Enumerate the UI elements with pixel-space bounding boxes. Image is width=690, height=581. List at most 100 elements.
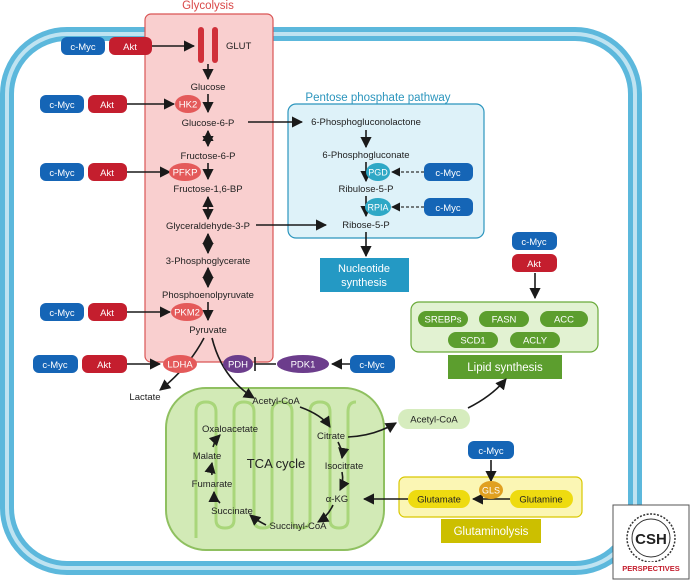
metabolite-6-phosphogluconate: 6-Phosphogluconate (322, 150, 409, 161)
metabolite-acetyl-coa-mito: Acetyl-CoA (252, 396, 300, 407)
regulator-cmyc-pgd: c-Myc (424, 163, 473, 181)
metabolite-fumarate: Fumarate (192, 479, 233, 490)
enzyme-pdk1-label: PDK1 (291, 360, 316, 371)
arrow-isocitrate-to-akg (339, 471, 350, 492)
lipid-enzyme-acc-pill (540, 311, 588, 327)
lipid-synthesis-label: Lipid synthesis (467, 362, 543, 374)
enzyme-pdk1: PDK1 (277, 355, 329, 373)
metabolite-alpha-kg: α-KG (326, 494, 348, 505)
cmyc-label-glut: c-Myc (70, 42, 96, 53)
enzyme-pkm2: PKM2 (171, 303, 203, 321)
arrow-fumarate-to-malate (204, 461, 216, 476)
glutaminolysis-label: Glutaminolysis (454, 526, 529, 538)
metabolite-succinate: Succinate (211, 506, 253, 517)
glutamate-pill (408, 490, 470, 508)
metabolite-ribose-5-p: Ribose-5-P (342, 220, 390, 231)
regulator-pair-glut: c-Myc Akt (61, 37, 152, 55)
acetyl-coa-cyto-pill (398, 409, 470, 429)
metabolite-acetyl-coa-cyto: Acetyl-CoA (410, 415, 458, 426)
enzyme-pgd: PGD (366, 163, 390, 181)
glutamate-label: Glutamate (417, 495, 461, 506)
enzyme-ldha-label: LDHA (167, 360, 193, 371)
cmyc-label-gls: c-Myc (478, 446, 504, 457)
logo-perspectives: PERSPECTIVES (622, 564, 680, 573)
metabolite-ribulose-5-p: Ribulose-5-P (339, 184, 394, 195)
enzyme-hk2-label: HK2 (179, 100, 197, 111)
akt-label-pkm2: Akt (100, 308, 114, 319)
metabolite-pyruvate: Pyruvate (189, 325, 227, 336)
lipid-enzyme-acly-pill (510, 332, 560, 348)
regulator-pair-hk2: c-Myc Akt (40, 95, 127, 113)
lipid-enzyme-list: SREBPs FASN ACC SCD1 ACLY (418, 311, 588, 348)
metabolite-fructose-6-p: Fructose-6-P (181, 151, 236, 162)
regulator-cmyc-pdk1: c-Myc (350, 355, 395, 373)
enzyme-pdh-label: PDH (228, 360, 248, 371)
csh-perspectives-logo: CSH PERSPECTIVES (612, 504, 690, 580)
metabolite-glyceraldehyde-3-p: Glyceraldehyde-3-P (166, 221, 250, 232)
metabolite-phosphoenolpyruvate: Phosphoenolpyruvate (162, 290, 254, 301)
regulator-pair-ldha: c-Myc Akt (33, 355, 127, 373)
enzyme-pdh: PDH (223, 355, 253, 373)
akt-label-ldha: Akt (97, 360, 111, 371)
enzyme-hk2: HK2 (175, 95, 201, 113)
regulator-cmyc-gls: c-Myc (468, 441, 514, 459)
enzyme-gls: GLS (479, 481, 503, 499)
arrow-pyruvate-to-acetylcoa (211, 337, 255, 399)
glycolysis-title: Glycolysis (182, 0, 234, 12)
metabolite-3-phosphoglycerate: 3-Phosphoglycerate (166, 256, 251, 267)
lipid-enzyme-scd1-pill (448, 332, 498, 348)
akt-label-hk2: Akt (100, 100, 114, 111)
nucleotide-synthesis-line1: Nucleotide (338, 263, 390, 275)
metabolite-oxaloacetate: Oxaloacetate (202, 424, 258, 435)
glutaminolysis-label-box (441, 519, 541, 543)
lipid-enzyme-srebps-pill (418, 311, 468, 327)
enzyme-rpia: RPIA (365, 198, 391, 216)
cmyc-label-pdk1: c-Myc (359, 360, 385, 371)
cmyc-label-pfkp: c-Myc (49, 168, 75, 179)
metabolite-6-phosphogluconolactone: 6-Phosphogluconolactone (311, 117, 421, 128)
cmyc-label-ldha: c-Myc (42, 360, 68, 371)
lipid-enzyme-acly: ACLY (523, 336, 548, 347)
glut-label: GLUT (226, 41, 252, 52)
regulator-pair-lipid: c-Myc Akt (512, 232, 557, 272)
metabolite-glucose-6-p: Glucose-6-P (182, 118, 235, 129)
enzyme-pgd-label: PGD (368, 168, 388, 178)
mitochondrion-cristae (194, 400, 357, 538)
akt-label-glut: Akt (123, 42, 137, 53)
enzyme-ldha: LDHA (163, 355, 197, 373)
glutamine-pill (510, 490, 573, 508)
glut-transporter-right (212, 27, 218, 63)
logo-csh: CSH (635, 531, 667, 548)
lipid-enzyme-fasn: FASN (492, 315, 517, 326)
metabolite-malate: Malate (193, 451, 222, 462)
cmyc-label-pkm2: c-Myc (49, 308, 75, 319)
tca-cycle-label: TCA cycle (247, 456, 306, 471)
nucleotide-synthesis-line2: synthesis (341, 277, 387, 289)
regulator-cmyc-rpia: c-Myc (424, 198, 473, 216)
arrow-acetylcoa-to-lipid (467, 378, 507, 409)
nucleotide-synthesis-box (320, 258, 409, 292)
arrow-citrate-to-isocitrate (337, 441, 350, 460)
arrow-citrate-to-acetylcoa (347, 422, 397, 438)
enzyme-gls-label: GLS (482, 486, 500, 496)
arrow-akg-to-succinylcoa (317, 504, 334, 523)
metabolite-glucose: Glucose (191, 82, 226, 93)
enzyme-pfkp: PFKP (169, 163, 201, 181)
lipid-synthesis-label-box (448, 355, 562, 379)
glut-transporter-left (198, 27, 204, 63)
arrow-succinylcoa-to-succinate (249, 514, 267, 526)
metabolite-succinyl-coa: Succinyl-CoA (269, 521, 327, 532)
arrow-malate-to-oxaloacetate (208, 434, 221, 448)
enzyme-pkm2-label: PKM2 (174, 308, 200, 319)
glutamine-label: Glutamine (519, 495, 562, 506)
cmyc-label-rpia: c-Myc (435, 203, 461, 214)
regulator-pair-pkm2: c-Myc Akt (40, 303, 127, 321)
akt-label-pfkp: Akt (100, 168, 114, 179)
cmyc-label-pgd: c-Myc (435, 168, 461, 179)
metabolite-lactate: Lactate (129, 392, 160, 403)
akt-label-lipid: Akt (527, 259, 541, 270)
metabolite-isocitrate: Isocitrate (325, 461, 364, 472)
metabolite-citrate: Citrate (317, 431, 345, 442)
arrow-acetylcoa-to-citrate (299, 406, 331, 428)
